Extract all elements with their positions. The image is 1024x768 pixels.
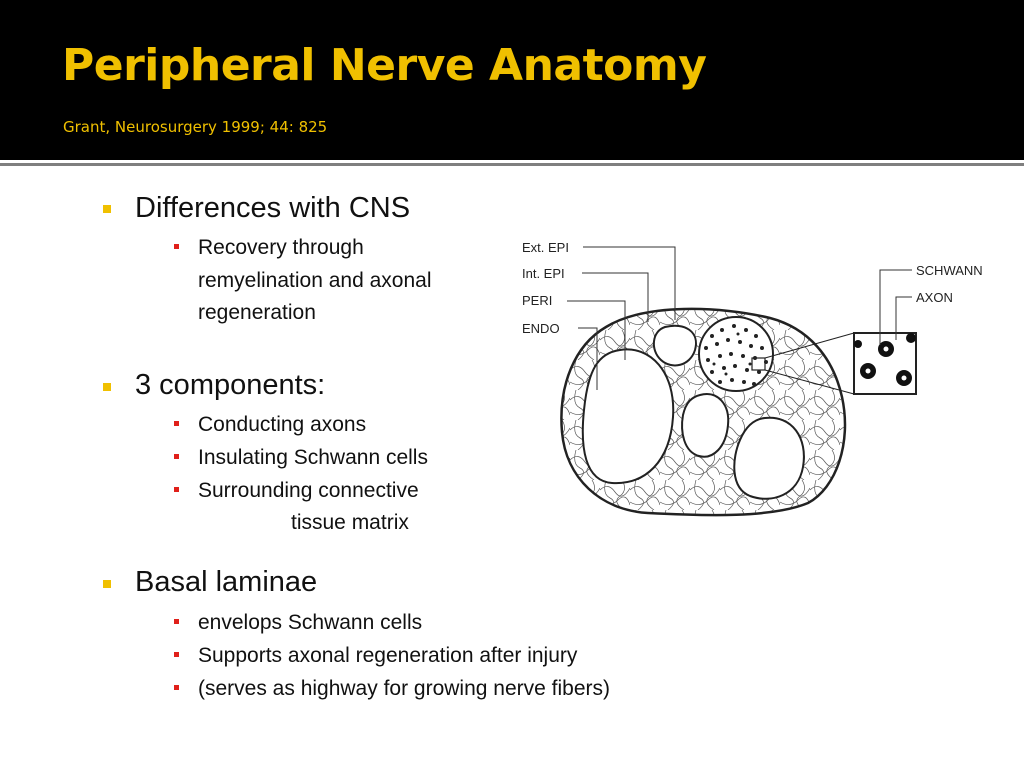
bullet-square-icon (103, 580, 111, 588)
subbullet-axons: Conducting axons (198, 413, 367, 436)
fascicle-right (733, 416, 805, 500)
fascicle-middle (681, 393, 730, 458)
subbullet-square-icon (174, 421, 179, 426)
bullet-basal-laminae: Basal laminae (135, 566, 318, 598)
subbullet-square-icon (174, 652, 179, 657)
nerve-cross-section-diagram: Ext. EPI Int. EPI PERI ENDO SCHWANN AXON (522, 240, 983, 517)
subbullet-square-icon (174, 487, 179, 492)
subbullet-recovery-line3: regeneration (198, 301, 316, 324)
title-bar (0, 0, 1024, 160)
slide-title: Peripheral Nerve Anatomy (62, 40, 707, 91)
bullet-square-icon (103, 205, 111, 213)
subbullet-square-icon (174, 619, 179, 624)
subbullet-recovery-line2: remyelination and axonal (198, 269, 432, 292)
subbullet-square-icon (174, 685, 179, 690)
axon-dots (704, 324, 768, 386)
subbullet-highway: (serves as highway for growing nerve fib… (198, 677, 611, 700)
subbullet-envelops: envelops Schwann cells (198, 611, 423, 634)
label-endo: ENDO (522, 321, 560, 336)
subbullet-connective-line1: Surrounding connective (198, 479, 419, 502)
label-axon: AXON (916, 290, 953, 305)
bullet-square-icon (103, 383, 111, 391)
subbullet-recovery-line1: Recovery through (198, 236, 364, 259)
label-schwann: SCHWANN (916, 263, 983, 278)
zoom-inset-axons (854, 333, 916, 386)
subbullet-square-icon (174, 454, 179, 459)
bullet-differences: Differences with CNS (135, 192, 411, 224)
fascicle-large (581, 348, 675, 485)
zoom-source-box (751, 357, 766, 371)
slide-subtitle: Grant, Neurosurgery 1999; 44: 825 (63, 118, 328, 136)
fascicle-dotted (698, 316, 774, 392)
subbullet-connective-line2: tissue matrix (291, 511, 409, 534)
label-peri: PERI (522, 293, 552, 308)
subbullet-supports: Supports axonal regeneration after injur… (198, 644, 578, 667)
label-ext-epi: Ext. EPI (522, 240, 569, 255)
title-divider (0, 163, 1024, 166)
label-int-epi: Int. EPI (522, 266, 565, 281)
subbullet-square-icon (174, 244, 179, 249)
subbullet-schwann: Insulating Schwann cells (198, 446, 428, 469)
fascicle-small-top (653, 324, 697, 367)
bullet-components: 3 components: (135, 369, 326, 401)
